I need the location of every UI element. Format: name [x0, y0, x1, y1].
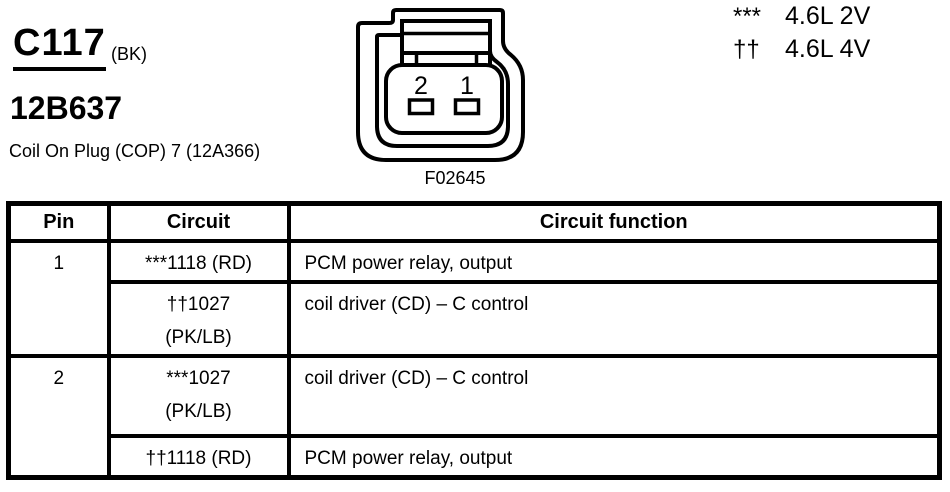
- circuit-cell: ††1027 (PK/LB): [106, 280, 291, 358]
- cavity-2-slot: [407, 98, 435, 116]
- circuit-line: (PK/LB): [165, 327, 232, 348]
- connector-id: C117: [13, 24, 106, 71]
- pin-cell: 2: [6, 354, 111, 480]
- cavity-2-label: 2: [414, 72, 428, 100]
- table-row: 2 ***1027 (PK/LB) coil driver (CD) – C c…: [6, 354, 942, 480]
- part-number: 12B637: [10, 90, 123, 126]
- circuit-line: ††1027: [166, 294, 231, 315]
- circuit-line: ***1118 (RD): [144, 253, 252, 274]
- circuit-cell: ***1027 (PK/LB): [106, 354, 291, 438]
- legend-label: 4.6L 4V: [785, 35, 871, 63]
- circuit-cell: ***1118 (RD): [106, 239, 291, 284]
- table-row: ††1027 (PK/LB) coil driver (CD) – C cont…: [9, 280, 942, 358]
- dagger-symbol: ††: [733, 36, 760, 63]
- cavity-1-slot: [453, 98, 481, 116]
- connector-description: Coil On Plug (COP) 7 (12A366): [9, 141, 261, 161]
- pinout-table: Pin Circuit Circuit function 1 ***1118 (…: [6, 201, 942, 480]
- column-header-circuit: Circuit: [106, 201, 291, 243]
- legend-row: †† 4.6L 4V: [733, 35, 870, 68]
- table-header-row: Pin Circuit Circuit function: [6, 201, 942, 243]
- circuit-function-cell: PCM power relay, output: [286, 434, 942, 480]
- connector-latch: [400, 19, 492, 67]
- circuit-line: ***1027: [166, 368, 231, 389]
- asterisk-symbol: ***: [733, 3, 762, 30]
- connector-middle-outline: [375, 33, 510, 148]
- connector-inner-face: [384, 63, 504, 135]
- circuit-line: (PK/LB): [165, 401, 232, 422]
- circuit-function-cell: PCM power relay, output: [286, 239, 942, 284]
- cavity-1-label: 1: [460, 72, 474, 100]
- column-header-pin: Pin: [6, 201, 111, 243]
- connector-face-diagram: 2 1: [356, 8, 525, 162]
- circuit-cell: ††1118 (RD): [106, 434, 291, 480]
- legend-row: *** 4.6L 2V: [733, 2, 870, 35]
- legend-label: 4.6L 2V: [785, 2, 871, 30]
- engine-legend: *** 4.6L 2V †† 4.6L 4V: [733, 2, 870, 68]
- pin-cell: 1: [6, 239, 111, 358]
- table-row: 1 ***1118 (RD) PCM power relay, output: [6, 239, 942, 358]
- figure-number: F02645: [424, 168, 486, 188]
- circuit-function-cell: coil driver (CD) – C control: [286, 354, 942, 438]
- circuit-function-cell: coil driver (CD) – C control: [286, 280, 942, 358]
- connector-color-code: (BK): [111, 44, 147, 64]
- column-header-circuit-function: Circuit function: [286, 201, 942, 243]
- table-row: ††1118 (RD) PCM power relay, output: [9, 434, 942, 480]
- circuit-line: ††1118 (RD): [145, 448, 252, 469]
